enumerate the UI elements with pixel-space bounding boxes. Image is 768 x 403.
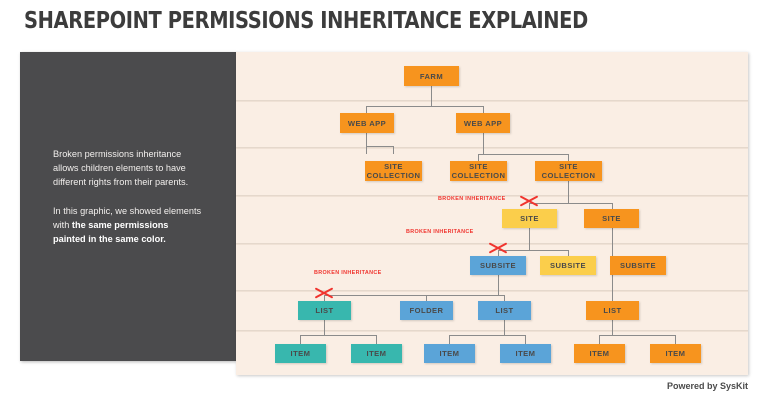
node-site-collection-1[interactable]: SITE COLLECTION bbox=[365, 161, 422, 181]
connector-item-bus-3 bbox=[599, 335, 675, 336]
connector-list-2-up bbox=[426, 295, 427, 301]
node-site-collection-3[interactable]: SITE COLLECTION bbox=[535, 161, 602, 181]
description-paragraph-2-bold: the same permissions painted in the same… bbox=[53, 219, 169, 245]
connector-sc-1-bus bbox=[366, 146, 394, 147]
connector-site-2-down bbox=[612, 228, 613, 257]
connector-subsite-bus bbox=[498, 250, 568, 251]
connector-list-3-up bbox=[504, 295, 505, 301]
node-web-app-2[interactable]: WEB APP bbox=[456, 113, 510, 133]
node-farm[interactable]: FARM bbox=[404, 66, 459, 86]
connector-webapp-bus bbox=[366, 106, 483, 107]
connector-list-4-down bbox=[612, 320, 613, 335]
connector-subsite-1-up bbox=[498, 250, 499, 257]
band-separator-5 bbox=[236, 290, 748, 292]
node-list-1[interactable]: LIST bbox=[298, 301, 351, 320]
connector-item-bus-2 bbox=[449, 335, 525, 336]
broken-inheritance-x-icon-2 bbox=[488, 241, 508, 255]
connector-sc-3-up bbox=[568, 154, 569, 161]
connector-item-1-up bbox=[300, 335, 301, 344]
node-list-3[interactable]: LIST bbox=[586, 301, 639, 320]
connector-subsite-1-down bbox=[498, 275, 499, 295]
node-site-2[interactable]: SITE bbox=[584, 209, 639, 228]
node-item-2[interactable]: ITEM bbox=[351, 344, 402, 363]
broken-inheritance-label-3: BROKEN INHERITANCE bbox=[314, 270, 382, 276]
description-panel: Broken permissions inheritance allows ch… bbox=[20, 52, 236, 361]
connector-site-bus bbox=[529, 203, 612, 204]
description-paragraph-2-lead: In this graphic, we showed elements with bbox=[53, 205, 202, 230]
connector-list-3-down bbox=[504, 320, 505, 335]
connector-farm-down bbox=[431, 86, 432, 106]
band-separator-2 bbox=[236, 147, 748, 149]
page-title: SHAREPOINT PERMISSIONS INHERITANCE EXPLA… bbox=[24, 8, 588, 34]
node-item-5[interactable]: ITEM bbox=[574, 344, 625, 363]
node-subsite-3[interactable]: SUBSITE bbox=[610, 256, 666, 275]
connector-sc-1-up bbox=[393, 146, 394, 154]
node-list-2[interactable]: LIST bbox=[478, 301, 531, 320]
paragraph-spacer bbox=[53, 190, 203, 204]
connector-list-bus bbox=[324, 295, 504, 296]
band-separator-3 bbox=[236, 195, 748, 197]
band-separator-6 bbox=[236, 330, 748, 332]
node-item-1[interactable]: ITEM bbox=[275, 344, 326, 363]
broken-inheritance-label-2: BROKEN INHERITANCE bbox=[406, 229, 474, 235]
connector-item-bus-1 bbox=[300, 335, 376, 336]
connector-item-5-up bbox=[599, 335, 600, 344]
broken-inheritance-x-icon-1 bbox=[519, 194, 539, 208]
node-site-1[interactable]: SITE bbox=[502, 209, 557, 228]
connector-item-4-up bbox=[525, 335, 526, 344]
connector-list-1-down bbox=[324, 320, 325, 335]
connector-site-1-up bbox=[529, 203, 530, 209]
broken-inheritance-label-1: BROKEN INHERITANCE bbox=[438, 196, 506, 202]
description-text: Broken permissions inheritance allows ch… bbox=[53, 147, 203, 246]
node-item-3[interactable]: ITEM bbox=[424, 344, 475, 363]
connector-item-6-up bbox=[675, 335, 676, 344]
connector-webapp-2-down bbox=[483, 133, 484, 154]
node-item-6[interactable]: ITEM bbox=[650, 344, 701, 363]
connector-site-1-down bbox=[529, 228, 530, 250]
connector-webapp-1-up bbox=[366, 106, 367, 117]
footer-credit: Powered by SysKit bbox=[666, 381, 748, 391]
node-site-collection-2[interactable]: SITE COLLECTION bbox=[450, 161, 507, 181]
connector-sc-3-down bbox=[568, 181, 569, 203]
broken-inheritance-x-icon-3 bbox=[314, 286, 334, 300]
band-separator-1 bbox=[236, 100, 748, 102]
description-paragraph-1: Broken permissions inheritance allows ch… bbox=[53, 149, 189, 188]
node-subsite-2[interactable]: SUBSITE bbox=[540, 256, 596, 275]
node-subsite-1[interactable]: SUBSITE bbox=[470, 256, 526, 275]
node-item-4[interactable]: ITEM bbox=[500, 344, 551, 363]
connector-sc-2-up bbox=[478, 154, 479, 161]
connector-subsite-2-up bbox=[568, 250, 569, 257]
connector-list-1-up bbox=[324, 295, 325, 301]
connector-subsite-3-down bbox=[612, 275, 613, 301]
connector-site-2-up bbox=[612, 203, 613, 209]
node-folder-1[interactable]: FOLDER bbox=[400, 301, 453, 320]
connector-item-3-up bbox=[449, 335, 450, 344]
connector-item-2-up bbox=[376, 335, 377, 344]
connector-sc-bus bbox=[478, 154, 568, 155]
connector-webapp-1-down bbox=[366, 133, 367, 154]
hierarchy-diagram: FARM WEB APP WEB APP SITE COLLECTION SIT… bbox=[236, 52, 748, 375]
node-web-app-1[interactable]: WEB APP bbox=[340, 113, 394, 133]
connector-webapp-2-up bbox=[483, 106, 484, 117]
